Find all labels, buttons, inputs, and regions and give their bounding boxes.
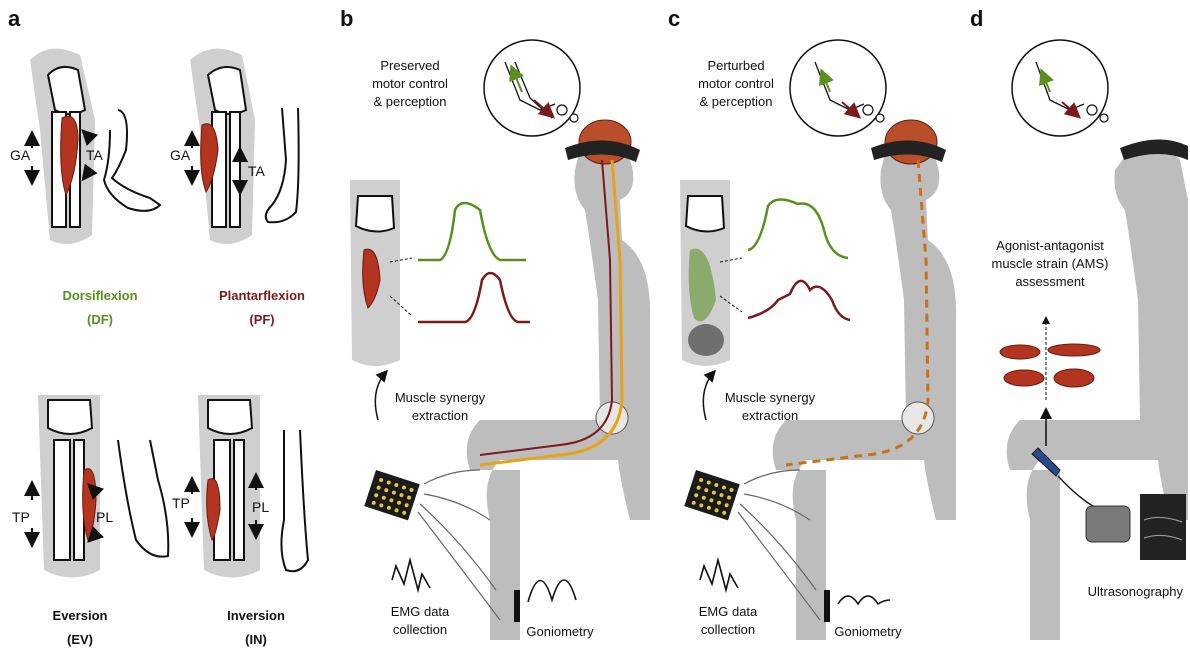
ultrasound-device [1086, 506, 1130, 542]
synergy-text-b-2: extraction [412, 408, 468, 423]
label-pl-1: PL [96, 509, 113, 525]
label-ga-2: GA [170, 147, 191, 163]
emg-trace-df-c [748, 199, 848, 258]
ams-text-3: assessment [1015, 274, 1085, 289]
panel-letter-c: c [668, 6, 680, 31]
movement-name-df: Dorsiflexion [62, 288, 137, 303]
emg-signal-icon-b [392, 560, 430, 590]
thought-text-b-1: Preserved [380, 58, 439, 73]
movement-abbr-ev: (EV) [67, 632, 93, 647]
goniometry-text-b: Goniometry [526, 624, 594, 639]
goniometry-signal-icon-c [838, 596, 890, 604]
panel-a: a GA TA GA TA [8, 6, 308, 647]
leg-inversion: TP PL [172, 395, 269, 578]
emg-text-c-1: EMG data [699, 604, 758, 619]
emg-trace-pf-b [418, 273, 530, 322]
thought-bubble-c [790, 40, 886, 136]
panel-c: c Perturbed motor control & perception M… [668, 6, 956, 640]
thought-text-c-2: motor control [698, 76, 774, 91]
label-ga-1: GA [10, 147, 31, 163]
leg-dorsiflexion: GA TA [10, 49, 104, 244]
movement-abbr-pf: (PF) [249, 312, 274, 327]
goniometry-signal-icon-b [528, 580, 576, 602]
thought-bubble-d [1012, 40, 1108, 136]
ams-text-2: muscle strain (AMS) [991, 256, 1108, 271]
label-ta-1: TA [86, 147, 104, 163]
thought-text-b-3: & perception [374, 94, 447, 109]
thought-text-b-2: motor control [372, 76, 448, 91]
thought-bubble-b [484, 40, 580, 136]
ultrasound-image [1140, 494, 1186, 560]
synergy-text-c-2: extraction [742, 408, 798, 423]
panel-letter-d: d [970, 6, 983, 31]
movement-abbr-df: (DF) [87, 312, 113, 327]
synergy-text-c-1: Muscle synergy [725, 390, 816, 405]
leg-plantarflexion: GA TA [170, 49, 266, 244]
ultrasound-text: Ultrasonography [1088, 584, 1184, 599]
muscle-agonist-d [1000, 345, 1040, 359]
emg-text-b-1: EMG data [391, 604, 450, 619]
emg-signal-icon-c [700, 560, 738, 590]
movement-name-in: Inversion [227, 608, 285, 623]
thought-text-c-3: & perception [700, 94, 773, 109]
movement-name-pf: Plantarflexion [219, 288, 305, 303]
emg-grid-b [364, 470, 419, 520]
emg-text-b-2: collection [393, 622, 447, 637]
ams-text-1: Agonist-antagonist [996, 238, 1104, 253]
panel-b: b Preserved motor control & perception M… [340, 6, 650, 640]
emg-grid-c [684, 470, 739, 520]
goniometry-text-c: Goniometry [834, 624, 902, 639]
body-silhouette-d [1007, 147, 1188, 640]
label-pl-2: PL [252, 499, 269, 515]
panel-d: d Agonist-antagonist muscle strain (AMS)… [970, 6, 1188, 640]
emg-text-c-2: collection [701, 622, 755, 637]
leg-eversion: TP PL [12, 395, 113, 578]
foot-inversion [281, 430, 308, 571]
label-tp-2: TP [172, 495, 190, 511]
muscle-antagonist-d [1054, 369, 1094, 387]
label-tp-1: TP [12, 509, 30, 525]
label-ta-2: TA [248, 163, 266, 179]
foot-dorsiflexion [104, 110, 160, 211]
synergy-text-b-1: Muscle synergy [395, 390, 486, 405]
panel-letter-a: a [8, 6, 21, 31]
movement-abbr-in: (IN) [245, 632, 267, 647]
foot-plantarflexion [266, 108, 299, 222]
movement-name-ev: Eversion [53, 608, 108, 623]
thought-text-c-1: Perturbed [707, 58, 764, 73]
emg-trace-pf-c [748, 281, 850, 320]
foot-eversion [118, 440, 168, 557]
panel-letter-b: b [340, 6, 353, 31]
emg-trace-df-b [418, 203, 526, 260]
